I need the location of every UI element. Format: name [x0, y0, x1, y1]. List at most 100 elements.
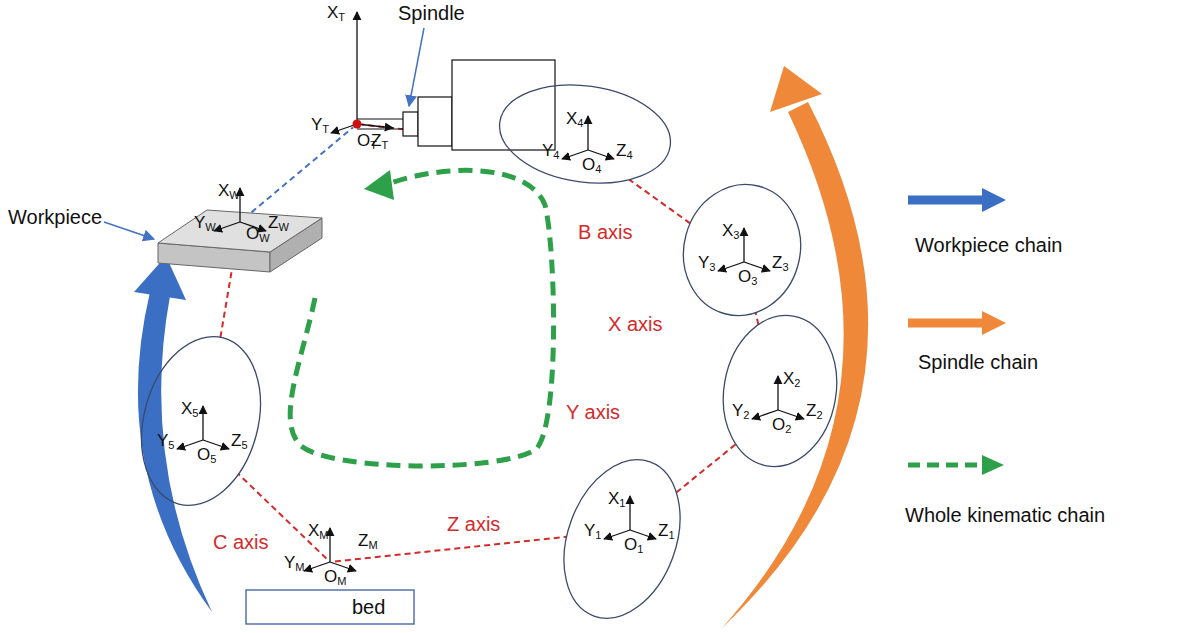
- frame-label: Y3: [698, 254, 716, 273]
- frame-label: YM: [284, 554, 305, 573]
- subscript: 4: [595, 163, 601, 175]
- frame-label: OW: [246, 225, 270, 244]
- frame-label: Y1: [584, 522, 602, 541]
- subscript: 3: [733, 229, 739, 241]
- tool-point: [353, 120, 362, 129]
- frame-axis: [777, 376, 778, 410]
- subscript: T: [338, 11, 345, 23]
- subscript: 5: [168, 439, 174, 451]
- frame-axis: [356, 12, 357, 124]
- part-label: Workpiece: [8, 207, 102, 227]
- subscript: 1: [637, 543, 643, 555]
- tool: [357, 128, 403, 129]
- axis-label: Y axis: [566, 402, 620, 422]
- frame-label: ZM: [358, 532, 378, 551]
- subscript: 5: [192, 407, 198, 419]
- axis-label: C axis: [213, 532, 269, 552]
- kinematic-link: [629, 180, 690, 224]
- legend-sample: [982, 188, 1006, 212]
- spindle-chain-arrowhead: [770, 66, 822, 112]
- spindle-chain-arrow: [722, 102, 868, 628]
- node-shape: [310, 2, 560, 157]
- legend-label: Whole kinematic chain: [905, 505, 1105, 525]
- tool-holder: [403, 112, 418, 136]
- subscript: W: [259, 232, 269, 244]
- legend-sample: [908, 463, 985, 468]
- frame-label: XT: [327, 4, 345, 23]
- frame-label: YW: [194, 214, 216, 233]
- whole-chain-arrowhead: [364, 170, 394, 200]
- frame-label: O3: [738, 268, 757, 287]
- frame-ellipse-node: X2Y2 Z2O2: [720, 312, 840, 470]
- subscript: T: [381, 139, 388, 151]
- part-label: Spindle: [398, 3, 465, 23]
- frame-ellipse-node: X3Y3Z3O3: [682, 180, 804, 320]
- subscript: 1: [668, 529, 674, 541]
- subscript: T: [322, 123, 329, 135]
- legend-sample: [908, 319, 985, 328]
- frame-ellipse-node: X1Y1Z1O1: [566, 454, 678, 624]
- frame-label: O1: [624, 536, 643, 555]
- frame-ellipse-node: X5Y5Z5O5: [138, 330, 264, 512]
- subscript: M: [368, 539, 377, 551]
- subscript: 3: [751, 275, 757, 287]
- kinematic-link: [244, 127, 353, 219]
- subscript: 5: [241, 439, 247, 451]
- tool: [357, 118, 403, 119]
- node-shape: [138, 330, 264, 512]
- spindle-node: XTYTZTOT: [310, 2, 560, 157]
- frame-ellipse: [543, 443, 701, 633]
- frame-label: O4: [582, 156, 601, 175]
- frame-label: O2: [772, 416, 791, 435]
- frame-ellipse: [712, 306, 849, 475]
- subscript: W: [229, 189, 239, 201]
- frame-label: Z2: [806, 402, 823, 421]
- axis-label: Z axis: [447, 514, 500, 534]
- frame-label: X3: [722, 222, 740, 241]
- leader-line: [104, 222, 154, 239]
- frame-label: OM: [324, 568, 346, 587]
- frame-label: X4: [566, 110, 584, 129]
- subscript: W: [205, 221, 215, 233]
- frame-ellipse: [669, 171, 815, 329]
- spindle-nose: [418, 97, 452, 146]
- kinematic-link: [676, 444, 735, 492]
- frame-label: ZW: [268, 214, 289, 233]
- kinematic-link: [335, 537, 567, 562]
- subscript: 3: [782, 261, 788, 273]
- subscript: 5: [210, 453, 216, 465]
- subscript: W: [278, 221, 288, 233]
- subscript: M: [319, 529, 328, 541]
- subscript: 3: [709, 261, 715, 273]
- frame-label: Y2: [732, 402, 750, 421]
- frame-label: XW: [218, 182, 240, 201]
- legend-label: Workpiece chain: [915, 235, 1062, 255]
- frame-label: Y5: [157, 432, 175, 451]
- frame-ellipse: [493, 74, 677, 193]
- frame-label: X1: [608, 490, 626, 509]
- frame-label: YT: [311, 116, 329, 135]
- subscript: 2: [785, 423, 791, 435]
- leader-line: [409, 28, 424, 106]
- frame-axis: [202, 406, 203, 440]
- subscript: 4: [577, 117, 583, 129]
- subscript: 4: [553, 149, 559, 161]
- frame-label: Z4: [616, 142, 633, 161]
- subscript: 1: [595, 529, 601, 541]
- axis-label: X axis: [608, 314, 662, 334]
- frame-label: X5: [181, 400, 199, 419]
- subscript: 1: [619, 497, 625, 509]
- frame-label: XM: [308, 522, 329, 541]
- frame-label: X2: [783, 370, 801, 389]
- frame-label: OT: [357, 132, 377, 151]
- frame-axis: [629, 496, 630, 530]
- subscript: T: [370, 139, 377, 151]
- frame-label: Z5: [231, 432, 248, 451]
- axis-label: B axis: [578, 222, 632, 242]
- part-label: bed: [352, 597, 385, 617]
- frame-axis: [329, 528, 330, 562]
- subscript: 2: [743, 409, 749, 421]
- spindle-body: [452, 60, 555, 150]
- frame-label: Y4: [542, 142, 560, 161]
